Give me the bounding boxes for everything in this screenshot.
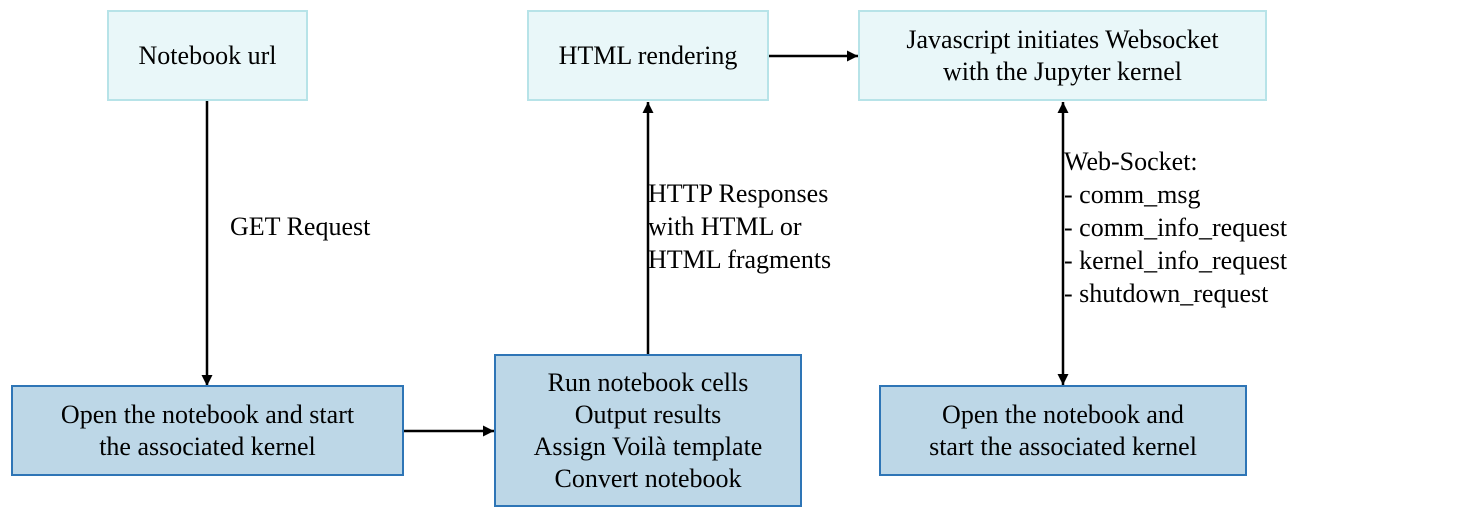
node-text: Open the notebook and start xyxy=(60,399,355,429)
node-html-rendering: HTML rendering xyxy=(527,10,769,101)
node-text: Open the notebook and xyxy=(942,399,1184,429)
edge-label-line: GET Request xyxy=(230,212,371,241)
node-notebook-url: Notebook url xyxy=(107,10,308,101)
node-text: Assign Voilà template xyxy=(533,431,763,461)
edge-label-line: - shutdown_request xyxy=(1064,279,1269,308)
node-open-notebook-left: Open the notebook and start the associat… xyxy=(11,385,404,476)
node-text: the associated kernel xyxy=(99,431,316,461)
node-text: with the Jupyter kernel xyxy=(943,56,1182,86)
edge-label-get-request: GET Request xyxy=(230,210,370,243)
edge-label-websocket: Web-Socket: - comm_msg - comm_info_reque… xyxy=(1064,145,1287,310)
node-text: Javascript initiates Websocket xyxy=(906,24,1219,54)
edge-label-line: - comm_info_request xyxy=(1064,213,1288,242)
node-text: Output results xyxy=(574,399,722,429)
edge-label-line: - kernel_info_request xyxy=(1064,246,1288,275)
node-text: Run notebook cells xyxy=(547,367,749,397)
edge-label-line: - comm_msg xyxy=(1064,180,1201,209)
node-open-notebook-right: Open the notebook and start the associat… xyxy=(879,385,1247,476)
node-text: start the associated kernel xyxy=(929,431,1197,461)
edge-label-line: HTML fragments xyxy=(648,245,832,274)
edge-label-line: HTTP Responses xyxy=(648,179,829,208)
node-text: Notebook url xyxy=(138,40,277,70)
edge-label-http-responses: HTTP Responses with HTML or HTML fragmen… xyxy=(648,177,831,276)
node-text: Convert notebook xyxy=(554,463,742,493)
node-run-cells: Run notebook cells Output results Assign… xyxy=(494,354,802,507)
node-text: HTML rendering xyxy=(558,40,738,70)
node-js-websocket: Javascript initiates Websocket with the … xyxy=(858,10,1267,101)
edge-label-line: with HTML or xyxy=(648,212,802,241)
edge-label-line: Web-Socket: xyxy=(1064,147,1198,176)
